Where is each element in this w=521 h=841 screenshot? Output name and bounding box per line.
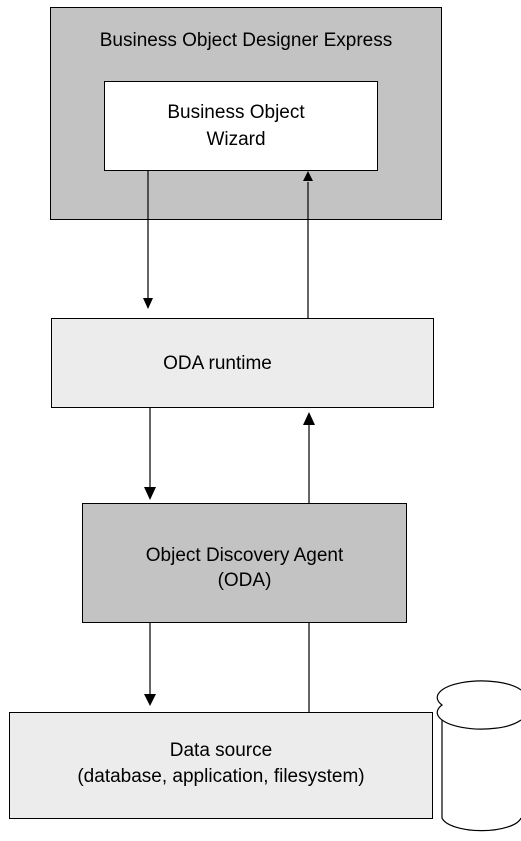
agent-label-line1: Object Discovery Agent [145, 545, 344, 566]
arrow-runtime-to-agent [144, 408, 156, 500]
data-source-label-line2: (database, application, filesystem) [77, 766, 365, 787]
business-object-wizard-box: Business Object Wizard [104, 81, 378, 171]
database-cylinder-icon [436, 680, 521, 832]
oda-runtime-label: ODA runtime [163, 353, 272, 374]
object-discovery-agent-box: Object Discovery Agent (ODA) [82, 503, 407, 623]
designer-express-title: Business Object Designer Express [99, 30, 393, 51]
data-source-box: Data source (database, application, file… [9, 712, 433, 819]
arrow-agent-to-datasource [144, 623, 156, 706]
agent-label-line2: (ODA) [217, 570, 272, 591]
oda-runtime-box: ODA runtime [51, 318, 434, 408]
arrow-agent-to-runtime [303, 412, 315, 503]
data-source-label-line1: Data source [169, 740, 273, 761]
wizard-label-line2: Wizard [206, 129, 266, 150]
wizard-label-line1: Business Object [167, 102, 305, 123]
